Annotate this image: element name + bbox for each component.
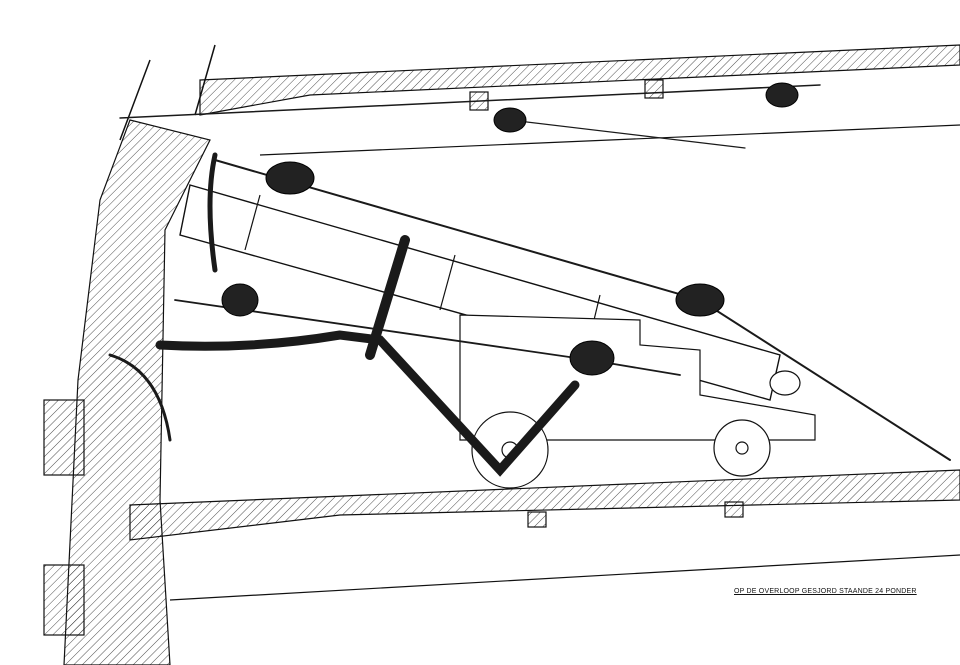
- pulley-block: [569, 340, 615, 376]
- upper-beam-block: [644, 79, 664, 99]
- rear-wheel: [713, 419, 771, 477]
- pulley-block: [221, 283, 259, 317]
- drawing-caption: OP DE OVERLOOP GESJORD STAANDE 24 PONDER: [734, 588, 917, 595]
- cascabel: [769, 370, 801, 396]
- breeching-rope: [155, 330, 580, 477]
- hull-block-lower: [43, 399, 85, 476]
- pulley-block: [265, 161, 315, 195]
- upper-deck-beam: [199, 44, 960, 116]
- tackle-rope: [509, 119, 746, 149]
- deck-block: [527, 511, 547, 528]
- gun-deck: [129, 469, 960, 541]
- deck-block: [724, 501, 744, 518]
- hull-block-bottom: [43, 564, 85, 636]
- hull-side: [63, 119, 211, 665]
- tackle-rope: [119, 84, 821, 119]
- pulley-block: [765, 82, 799, 108]
- pulley-block: [675, 283, 725, 317]
- pulley-block: [493, 107, 527, 133]
- lashing-strap: [365, 235, 410, 360]
